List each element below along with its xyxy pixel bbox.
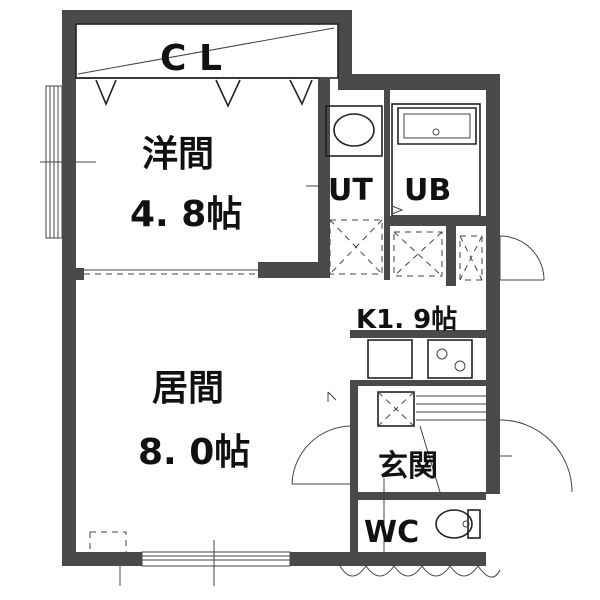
utility-label: UT (328, 173, 373, 208)
unit-bath-label: UB (404, 173, 451, 208)
western-room-size: 4. 8帖 (130, 194, 242, 235)
stove-icon (427, 339, 473, 379)
door-swing-icon (291, 425, 351, 485)
living-room-size: 8. 0帖 (138, 432, 250, 473)
toilet-label: WC (364, 515, 419, 550)
kitchen-label: K1. 9帖 (356, 305, 457, 335)
bathtub-icon (397, 107, 477, 145)
door-swing-icon (499, 419, 573, 493)
living-room-name: 居間 (152, 368, 224, 409)
washbasin-icon (325, 105, 383, 157)
door-swing-icon (499, 235, 545, 281)
sink-icon (367, 339, 413, 379)
floor-area (76, 24, 486, 552)
closet-label: C L (160, 38, 222, 79)
window-icon (141, 551, 291, 567)
entrance-label: 玄関 (378, 449, 438, 484)
toilet-icon (435, 509, 481, 539)
western-room-name: 洋間 (142, 134, 214, 175)
washer-pan (329, 219, 383, 275)
